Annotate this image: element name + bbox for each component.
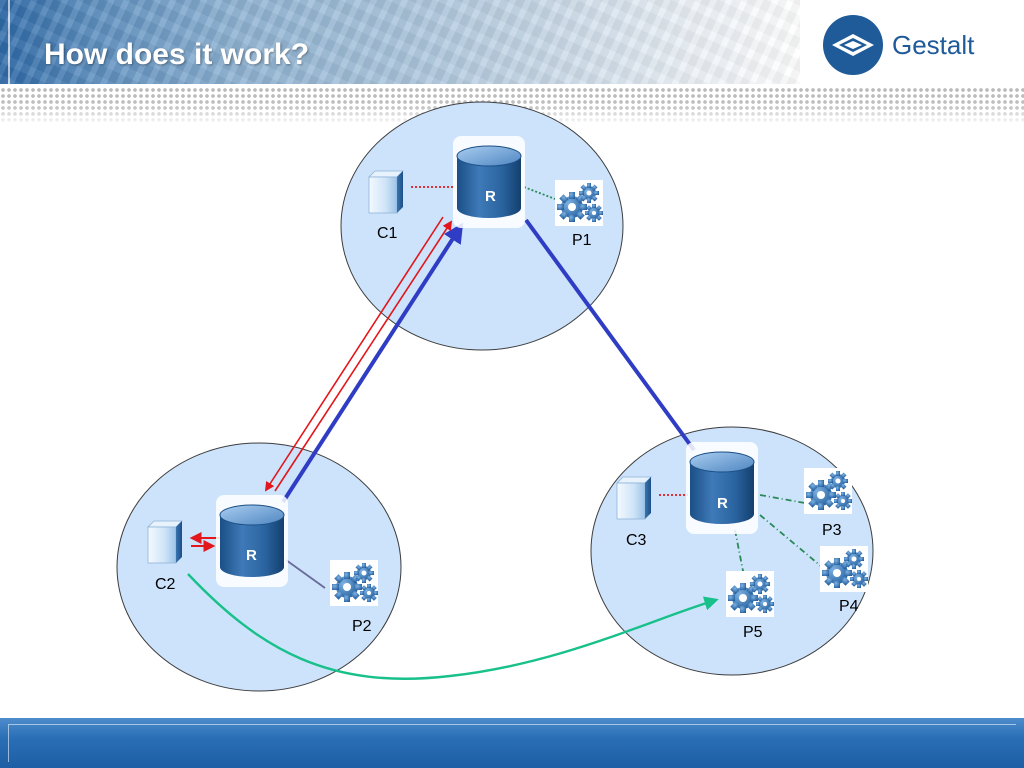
client-c3-icon[interactable] (616, 476, 652, 520)
repo-link-left-top (281, 222, 464, 504)
process-p5-icon[interactable] (726, 571, 774, 617)
process-p2-icon[interactable] (330, 560, 378, 606)
client-c2-icon[interactable] (147, 520, 183, 564)
process-p4-label: P4 (839, 598, 859, 615)
slide-title: How does it work? (44, 38, 310, 71)
repository-right-label: R (717, 495, 728, 512)
connector-repo-p2 (285, 559, 326, 589)
process-p1-icon[interactable] (555, 180, 603, 226)
gestalt-logo-icon (823, 15, 883, 75)
footer-frame (8, 724, 1016, 762)
sync-arrow-down (264, 216, 444, 492)
logo-text: Gestalt (892, 30, 975, 60)
client-c3-label: C3 (626, 532, 647, 549)
process-p3-icon[interactable] (804, 468, 852, 514)
repository-left-label: R (246, 547, 257, 564)
client-c2-label: C2 (155, 576, 176, 593)
process-p5-label: P5 (743, 624, 763, 641)
connector-repo-p3 (759, 494, 806, 504)
process-p2-label: P2 (352, 618, 372, 635)
header-banner (0, 0, 800, 84)
client-c1-label: C1 (377, 225, 398, 242)
process-p3-label: P3 (822, 522, 842, 539)
repository-top-label: R (485, 188, 496, 205)
repo-link-top-right (524, 218, 696, 452)
connector-repo-p5 (734, 529, 745, 577)
repository-left-icon[interactable] (215, 494, 289, 588)
connector-repo-p1 (523, 186, 556, 200)
cluster-right (590, 426, 874, 676)
client-c1-icon[interactable] (368, 170, 404, 214)
connector-repo-p4 (759, 514, 823, 568)
sync-arrow-up (274, 220, 453, 492)
process-p4-icon[interactable] (820, 546, 868, 592)
slide-footer (0, 718, 1024, 768)
message-curve-c2-p5 (187, 573, 719, 680)
repository-top-icon[interactable] (452, 135, 526, 229)
slide-header: How does it work? Gestalt (0, 0, 1024, 86)
process-p1-label: P1 (572, 232, 592, 249)
gestalt-logo: Gestalt (822, 14, 982, 76)
repository-right-icon[interactable] (685, 441, 759, 535)
